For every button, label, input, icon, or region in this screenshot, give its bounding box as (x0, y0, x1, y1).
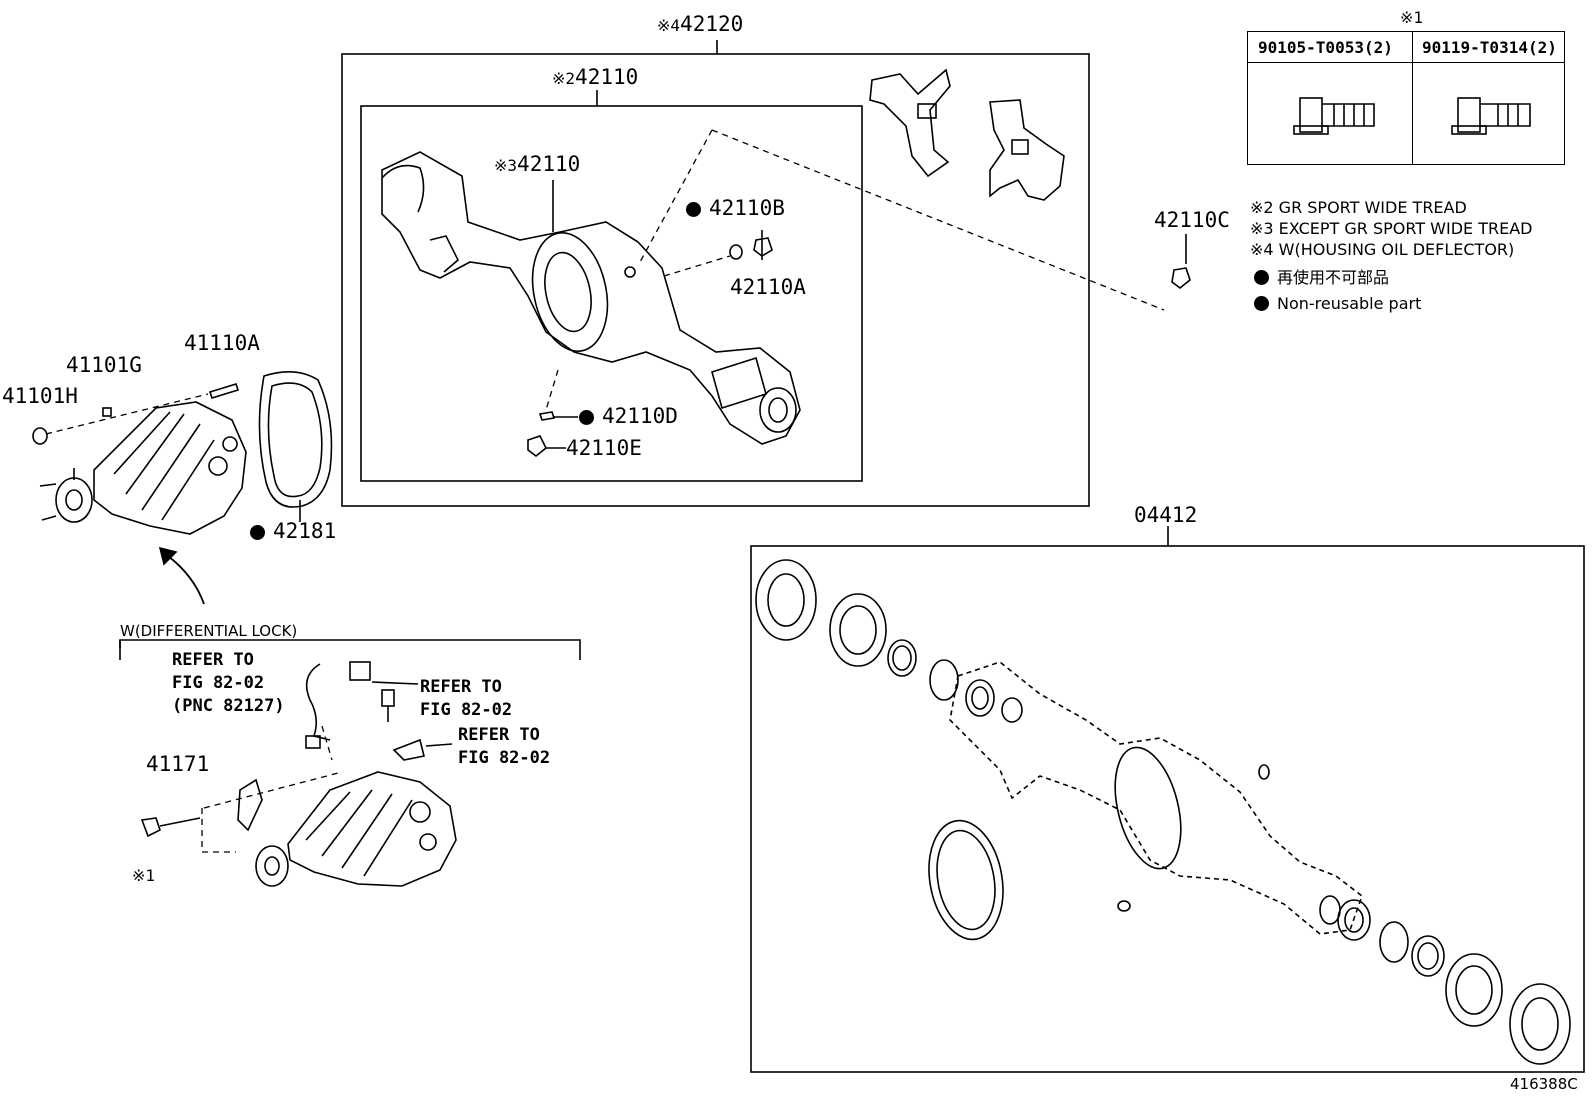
housing-alt-42110-label: ※342110 (494, 154, 580, 175)
refer-1-line-2: FIG 82-02 (172, 673, 265, 693)
part-number: 42120 (680, 12, 744, 36)
note-non-reusable-jp: 再使用不可部品 (1254, 270, 1389, 286)
part-number: 42181 (273, 519, 337, 543)
part-number: 42110D (602, 404, 678, 428)
refer-1-line-1: REFER TO (172, 650, 254, 670)
axle-housing-drawing (381, 151, 801, 445)
note-mark: ※4 (657, 16, 681, 35)
non-reusable-dot-icon (686, 202, 701, 217)
note-mark: ※3 (494, 156, 518, 175)
non-reusable-dot-icon (1254, 296, 1269, 311)
housing-42110-frame (360, 105, 863, 482)
assembly-42120-frame (341, 53, 1090, 507)
part-41171-label: 41171 (146, 752, 210, 776)
non-reusable-dot-icon (250, 525, 265, 540)
diff-lock-carrier-drawing (255, 771, 457, 887)
part-04412-label: 04412 (1134, 503, 1198, 527)
part-42181-label: 42181 (250, 521, 336, 542)
note-3: ※3 EXCEPT GR SPORT WIDE TREAD (1250, 219, 1533, 238)
bolt-table-divider (1412, 32, 1413, 164)
part-number: 42110B (709, 196, 785, 220)
part-42110E-label: 42110E (566, 436, 642, 460)
part-number: 42110 (517, 152, 581, 176)
diff-lock-title: W(DIFFERENTIAL LOCK) (120, 622, 298, 640)
part-42110B-label: 42110B (686, 198, 785, 219)
bolt-part-left: 90105-T0053(2) (1258, 38, 1393, 57)
bolt-table-mark: ※1 (1400, 8, 1424, 27)
kit-04412-drawing (755, 559, 1571, 1065)
refer-1-line-3: (PNC 82127) (172, 696, 285, 716)
note-non-reusable-en: Non-reusable part (1254, 296, 1421, 312)
part-42110A-label: 42110A (730, 275, 806, 299)
refer-3-line-2: FIG 82-02 (458, 748, 551, 768)
note-2: ※2 GR SPORT WIDE TREAD (1250, 198, 1467, 217)
note-mark: ※2 (552, 69, 576, 88)
part-number: 42110 (575, 65, 639, 89)
figure-id: 416388C (1510, 1075, 1578, 1093)
refer-2-line-1: REFER TO (420, 677, 502, 697)
refer-3-line-1: REFER TO (458, 725, 540, 745)
part-41101H-label: 41101H (2, 384, 78, 408)
note-text: 再使用不可部品 (1277, 268, 1390, 287)
differential-carrier-drawing (39, 401, 247, 535)
non-reusable-dot-icon (1254, 270, 1269, 285)
bolt-table-header (1248, 32, 1564, 63)
bolt-90119-drawing (1451, 97, 1531, 135)
assembly-42120-label: ※442120 (657, 14, 743, 35)
housing-42110-label: ※242110 (552, 67, 638, 88)
non-reusable-dot-icon (579, 410, 594, 425)
gasket-42181 (258, 371, 333, 508)
diff-lock-bolt-mark: ※1 (132, 866, 156, 885)
note-text: Non-reusable part (1277, 294, 1422, 313)
part-42110C-label: 42110C (1154, 208, 1230, 232)
part-41110A-label: 41110A (184, 331, 260, 355)
part-41101G-label: 41101G (66, 353, 142, 377)
note-4: ※4 W(HOUSING OIL DEFLECTOR) (1250, 240, 1515, 259)
refer-2-line-2: FIG 82-02 (420, 700, 513, 720)
bolt-part-right: 90119-T0314(2) (1422, 38, 1557, 57)
bolt-90105-drawing (1293, 97, 1375, 135)
bolt-table: 90105-T0053(2) 90119-T0314(2) (1247, 31, 1565, 165)
part-42110D-label: 42110D (579, 406, 678, 427)
oil-deflector-drawing (869, 68, 1065, 201)
